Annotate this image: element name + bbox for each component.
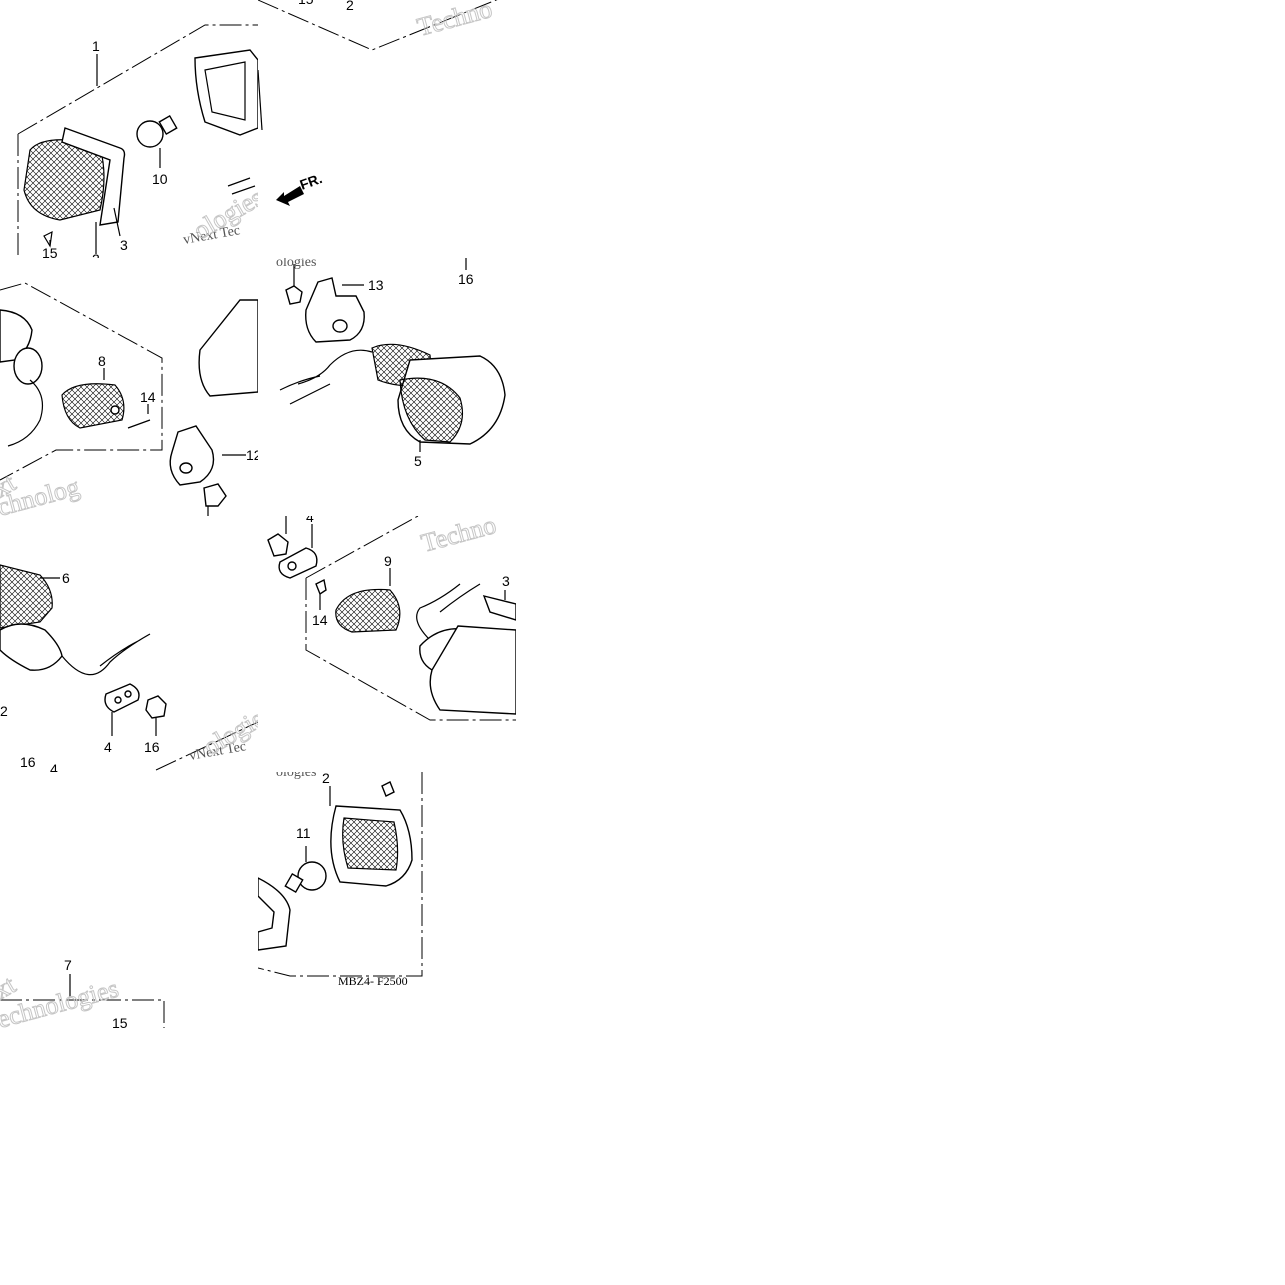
bracket-hole [179,462,193,474]
watermark: ologies [276,765,316,780]
tile-low-left: 6 2 4 16 16 4 vNext Tec ologies [0,564,258,777]
wire [7,379,43,447]
part-number: 2 [0,703,8,719]
rear-cover [61,383,125,429]
wires [279,349,373,405]
watermark: Techno [418,510,499,558]
part-number: 13 [368,277,384,293]
housing-edge [258,69,263,131]
part-number: 4 [104,739,112,755]
grommet-hole [114,696,122,704]
frame-line [0,282,163,481]
frame-line [258,0,498,51]
rear-cover [335,588,401,633]
leader-lines [111,712,157,736]
grommet-hole [287,561,297,571]
part-number: 15 [298,0,314,7]
rear-cover-hole [110,405,120,415]
wires [416,583,481,641]
part-number: 2 [322,770,330,786]
nut [285,285,303,305]
part-number: 2 [92,251,100,267]
part-number: 1 [92,38,100,54]
part-number: 10 [152,171,168,187]
part-number: 8 [98,353,106,369]
part-number: 12 [246,447,262,463]
part-number: 16 [144,739,160,755]
signal-shell [429,625,516,715]
part-number: 5 [414,453,422,469]
bulb-base [158,114,178,136]
lens [23,139,105,221]
part-number: 4 [306,509,314,525]
part-number: 14 [312,612,328,628]
part-number: 3 [502,573,510,589]
diagram-code: MBZ4- F2500 [338,974,408,988]
grommet [104,683,140,713]
bulb-base [284,872,304,894]
tile-top-left: 1 10 3 15 2 vNext Tec ologies [17,24,258,267]
leader-lines [285,516,313,548]
grommet-hole [124,690,132,698]
nut [203,483,227,507]
housing-inner [204,61,246,121]
direction-label: FR. [298,170,325,193]
watermark: Techno [414,0,495,42]
watermark: echnologies [0,974,122,1034]
leader-lines [103,368,246,456]
grommet [278,547,318,579]
part-number: 3 [120,237,128,253]
part-number: 7 [64,957,72,973]
tile-mid-left: 8 14 12 xt chnolog [0,282,262,516]
gasket [258,877,291,951]
signal-lens [399,377,463,443]
part-number: 9 [384,553,392,569]
part-number: 16 [20,754,36,770]
signal-lens [0,564,53,629]
lens-pattern [342,817,399,871]
tile-low-right: Techno 4 14 9 3 [267,509,516,721]
tile-mid-right: ologies 13 16 5 [276,255,506,469]
part-number: 6 [62,570,70,586]
tile-top-right: 15 2 Techno FR. [258,0,498,206]
gasket [482,594,516,621]
direction-arrow-icon [276,186,304,206]
nut [267,533,289,557]
part-number: 11 [296,825,311,841]
part-number: 4 [50,761,58,777]
frame-line [155,721,258,771]
gasket [61,127,126,226]
housing [194,49,258,136]
frame-line [258,772,423,977]
bracket [305,277,365,343]
wires [61,633,151,676]
nut [145,695,167,719]
screw [381,781,395,797]
frame-line [0,999,165,1028]
part-number: 16 [458,271,474,287]
tile-bottom-right: ologies 2 11 MBZ4- F2500 [258,765,423,988]
tile-bottom-left: 7 15 xt echnologies [0,957,165,1034]
frame-line [17,24,258,135]
bulb [297,861,327,891]
signal-neck [0,623,63,671]
bracket-hole [332,319,348,333]
wires [227,177,256,195]
bulb [136,120,164,148]
screw [127,419,151,429]
part-number: 2 [346,0,354,13]
signal-housing [198,299,258,397]
part-number: 14 [140,389,156,405]
part-number: 15 [42,245,58,261]
screw [43,230,53,248]
leader-lines [49,54,161,254]
bracket [169,425,215,486]
signal-socket [13,347,43,385]
frame-line [305,516,516,721]
screw [315,578,327,596]
watermark: ologies [276,255,316,270]
part-number: 15 [112,1015,128,1031]
